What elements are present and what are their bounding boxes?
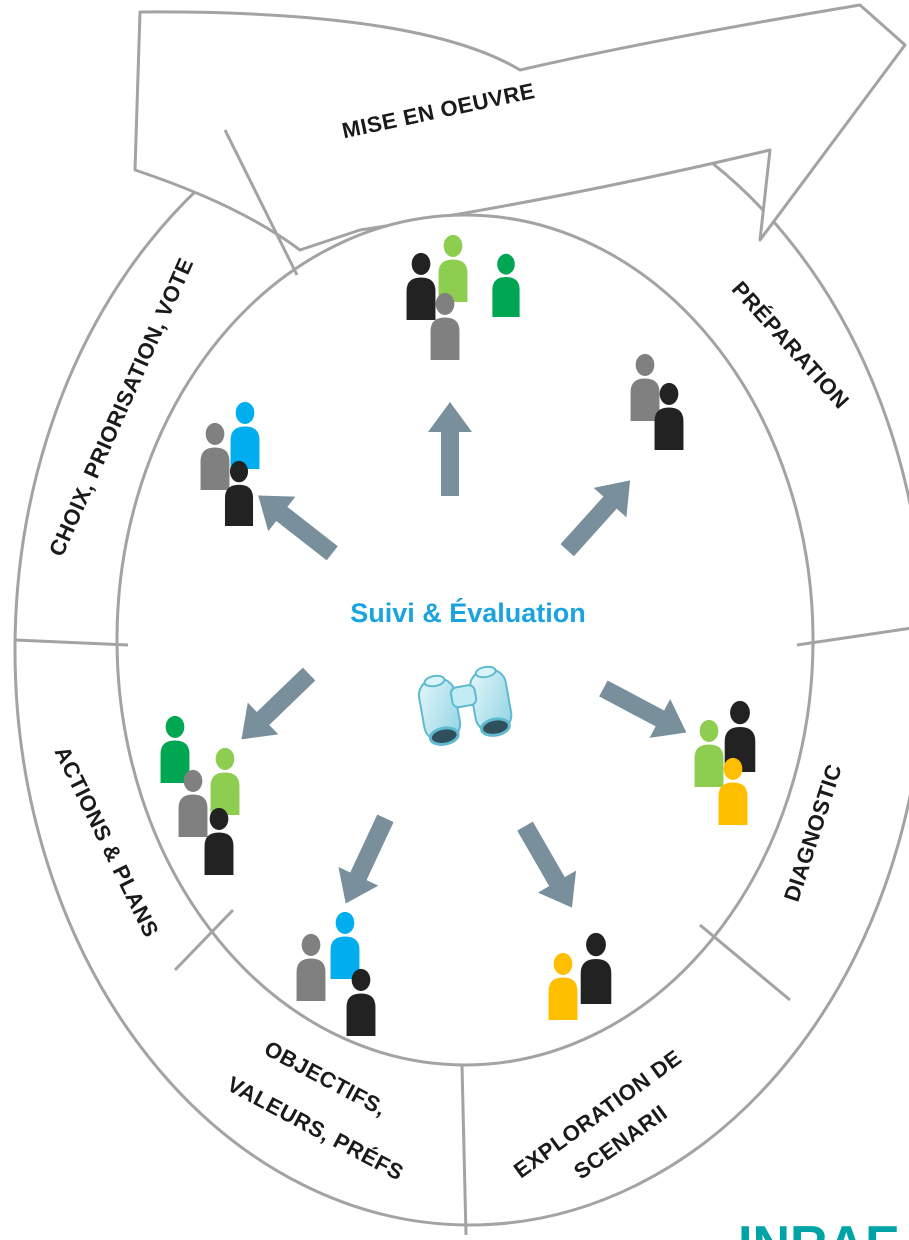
arrow-left (241, 667, 316, 740)
arrow-upleft (258, 495, 338, 561)
inrae-logo: INRAE (738, 1216, 900, 1240)
segment-dividers (14, 129, 909, 1236)
arrow-upright (560, 480, 631, 557)
arrow-downright (517, 821, 577, 908)
arrow-right (599, 680, 687, 738)
inner-ellipse (115, 213, 815, 1067)
arrow-downleft (338, 814, 394, 904)
mise-en-oeuvre-arrow (133, 3, 907, 252)
radial-arrows (241, 402, 687, 908)
arrow-up (428, 402, 472, 496)
center-title: Suivi & Évaluation (350, 597, 586, 628)
binoculars-icon (417, 665, 513, 746)
